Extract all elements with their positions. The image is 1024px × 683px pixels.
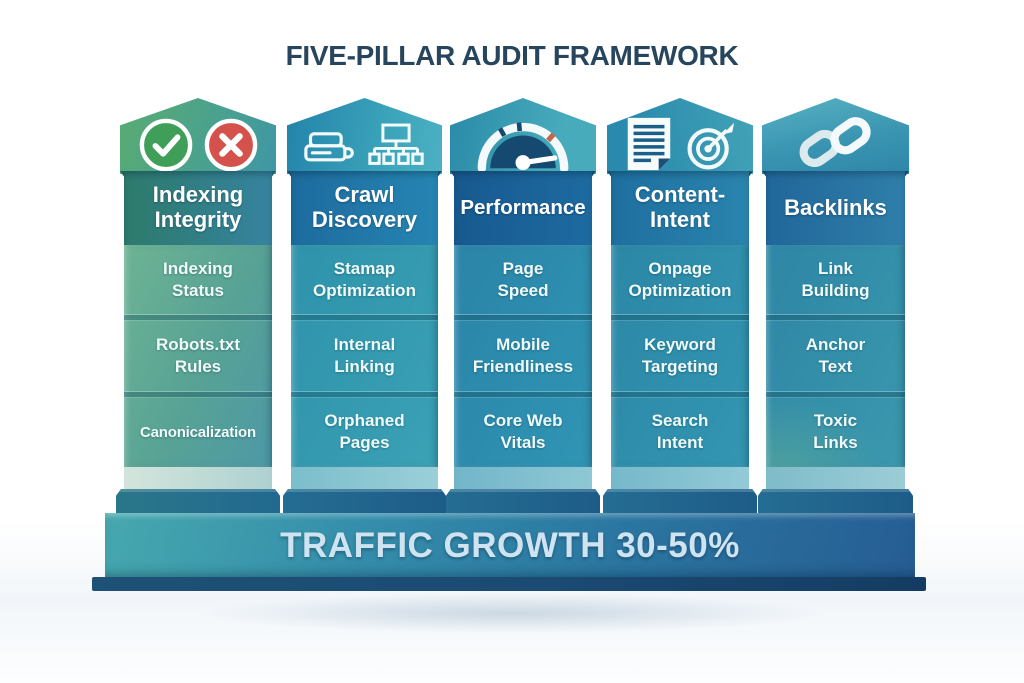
- pillar-item-label: Indexing Status: [163, 258, 233, 300]
- item-divider: [124, 390, 272, 398]
- pillar-item: Anchor Text: [766, 321, 905, 390]
- pillar-item: Mobile Friendliness: [454, 321, 592, 390]
- pillar-capital: [762, 98, 909, 174]
- pillar-item-label: Link Building: [801, 258, 870, 300]
- pillar-title: Content- Intent: [634, 182, 726, 232]
- pillar-header: Content- Intent: [611, 171, 749, 245]
- pillar-body: Stamap Optimization Internal Linking Orp…: [291, 245, 438, 467]
- pillar-item-label: Orphaned Pages: [324, 411, 405, 453]
- check-circle-icon: [139, 118, 192, 172]
- pillar-plinth: [446, 489, 600, 513]
- item-divider: [124, 314, 272, 322]
- pillar-item: Internal Linking: [291, 321, 438, 390]
- pillar-item: Canonicalization: [124, 398, 272, 467]
- pillar-item: Link Building: [766, 245, 905, 314]
- pillar-backlinks: Backlinks Link Building Anchor Text Toxi…: [758, 98, 913, 513]
- pillar-item: Onpage Optimization: [611, 245, 749, 314]
- item-divider: [291, 314, 438, 322]
- pillar-item: Robots.txt Rules: [124, 321, 272, 390]
- pillar-capital: [120, 98, 276, 174]
- pillar-plinth: [283, 489, 446, 513]
- pillar-item: Stamap Optimization: [291, 245, 438, 314]
- pillar-item: Orphaned Pages: [291, 398, 438, 467]
- target-icon: [686, 122, 734, 170]
- page-title: FIVE-PILLAR AUDIT FRAMEWORK: [285, 40, 739, 71]
- chain-link-icon: [799, 117, 871, 168]
- base-banner: TRAFFIC GROWTH 30-50%: [105, 513, 915, 578]
- pillar-title: Indexing Integrity: [152, 182, 244, 232]
- pillar-crawl-discovery: Crawl Discovery Stamap Optimization Inte…: [283, 98, 446, 513]
- pillar-body: Onpage Optimization Keyword Targeting Se…: [611, 245, 749, 467]
- pillar-base-highlight: [766, 467, 905, 489]
- pillar-item-label: Search Intent: [651, 411, 709, 453]
- pillar-header: Indexing Integrity: [124, 171, 272, 245]
- item-divider: [454, 314, 592, 322]
- base-strip: [92, 577, 926, 591]
- x-circle-icon: [204, 118, 257, 172]
- item-divider: [611, 390, 749, 398]
- item-divider: [291, 390, 438, 398]
- pillar-item: Toxic Links: [766, 398, 905, 467]
- pillar-plinth: [758, 489, 913, 513]
- pillar-body: Indexing Status Robots.txt Rules Canonic…: [124, 245, 272, 467]
- item-divider: [454, 390, 592, 398]
- pillar-title: Backlinks: [784, 194, 887, 220]
- pillar-indexing-integrity: Indexing Integrity Indexing Status Robot…: [116, 98, 280, 513]
- sitemap-icon: [368, 123, 424, 165]
- pillar-content-intent: Content- Intent Onpage Optimization Keyw…: [603, 98, 757, 513]
- pillar-base-highlight: [611, 467, 749, 489]
- pillar-item-label: Page Speed: [497, 258, 549, 300]
- pillar-item: Search Intent: [611, 398, 749, 467]
- speedometer-icon: [477, 122, 569, 172]
- pillar-header: Backlinks: [766, 171, 905, 245]
- pillar-item: Core Web Vitals: [454, 398, 592, 467]
- pillar-header: Performance: [454, 171, 592, 245]
- pillar-item: Page Speed: [454, 245, 592, 314]
- pillar-header: Crawl Discovery: [291, 171, 438, 245]
- pillar-performance: Performance Page Speed Mobile Friendline…: [446, 98, 600, 513]
- pillar-body: Page Speed Mobile Friendliness Core Web …: [454, 245, 592, 467]
- pillar-item: Indexing Status: [124, 245, 272, 314]
- pillar-title: Crawl Discovery: [311, 182, 418, 232]
- base-banner-label: TRAFFIC GROWTH 30-50%: [280, 525, 740, 565]
- pillar-item-label: Onpage Optimization: [628, 258, 732, 300]
- pillar-item-label: Mobile Friendliness: [472, 334, 574, 376]
- item-divider: [766, 390, 905, 398]
- pillar-plinth: [116, 489, 280, 513]
- pillar-plinth: [603, 489, 757, 513]
- pillar-capital: [287, 98, 442, 174]
- crawler-icon: [304, 132, 354, 162]
- pillar-item-label: Keyword Targeting: [641, 334, 719, 376]
- pillar-item-label: Anchor Text: [805, 334, 866, 376]
- item-divider: [611, 314, 749, 322]
- pillar-base-highlight: [124, 467, 272, 489]
- pillar-item-label: Toxic Links: [813, 411, 858, 453]
- pillar-item-label: Canonicalization: [140, 423, 256, 441]
- item-divider: [766, 314, 905, 322]
- pillar-capital: [607, 98, 753, 174]
- pillar-item-label: Stamap Optimization: [313, 258, 416, 300]
- document-icon: [627, 117, 670, 171]
- pillar-title: Performance: [460, 195, 586, 219]
- pillar-capital: [450, 98, 596, 174]
- pillar-item-label: Robots.txt Rules: [155, 334, 241, 376]
- pillar-item-label: Internal Linking: [333, 334, 396, 376]
- ground-shadow: [80, 588, 944, 644]
- pillar-base-highlight: [454, 467, 592, 489]
- pillar-item: Keyword Targeting: [611, 321, 749, 390]
- pillar-base-highlight: [291, 467, 438, 489]
- pillar-item-label: Core Web Vitals: [483, 411, 563, 453]
- pillar-body: Link Building Anchor Text Toxic Links: [766, 245, 905, 467]
